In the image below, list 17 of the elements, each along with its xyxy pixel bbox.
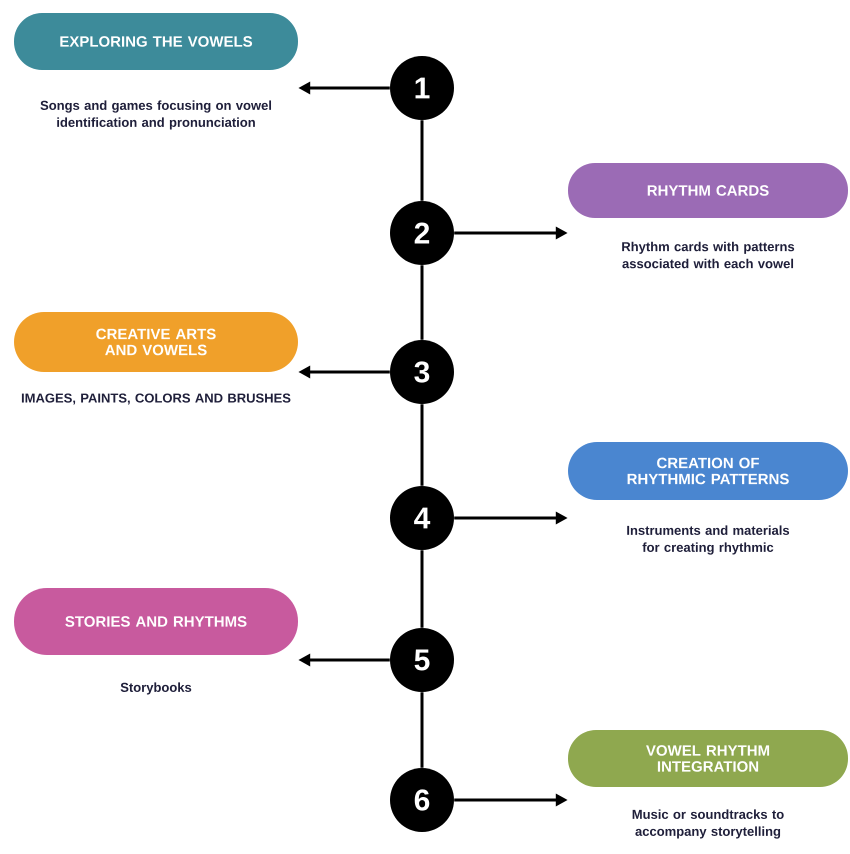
description-text: Rhythm cards with patterns associated with each vowel (622, 242, 794, 268)
connector-line (420, 550, 424, 628)
description-text: Music or soundtracks to accompany storytelling (632, 809, 784, 839)
heading-pill: VOWEL RHYTHM INTEGRATION (568, 730, 848, 787)
description-text: Songs and games focusing on vowel identification and pronunciation (40, 100, 272, 130)
connector-line (420, 120, 424, 201)
description-text: Instruments and materials for creating rhythmic (627, 525, 790, 555)
heading-pill: CREATION OF RHYTHMIC PATTERNS (568, 442, 848, 500)
heading-pill: EXPLORING THE VOWELS (14, 13, 298, 70)
heading-pill: RHYTHM CARDS (568, 163, 848, 218)
connector-line (420, 692, 424, 768)
connector-line (420, 404, 424, 486)
description-text: IMAGES, PAINTS, COLORS AND BRUSHES (22, 393, 290, 405)
heading-pill: STORIES AND RHYTHMS (14, 588, 298, 655)
connector-line (420, 265, 424, 340)
description-text: Storybooks (120, 682, 192, 695)
heading-pill: CREATIVE ARTS AND VOWELS (14, 312, 298, 372)
